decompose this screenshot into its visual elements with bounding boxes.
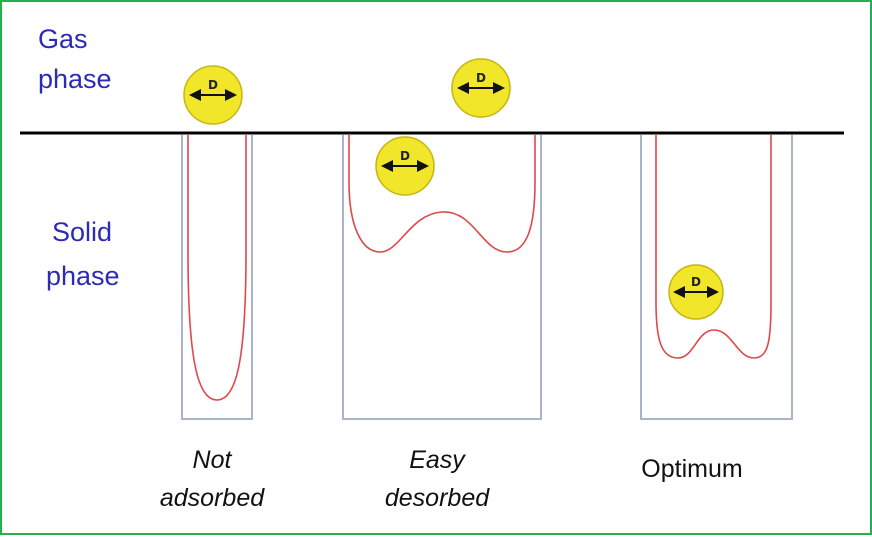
molecule-gas-left: D [183, 65, 243, 125]
caption-line2: adsorbed [159, 484, 265, 512]
molecule-gas-right: D [451, 58, 511, 118]
gas-phase-label: Gas phase [38, 22, 112, 96]
potential-curve-optimum [655, 135, 772, 359]
molecule-label: D [691, 275, 701, 289]
potential-curve-wide [348, 135, 536, 253]
caption-easy-desorbed: Easy desorbed [352, 443, 522, 515]
gas-label-line1: Gas [38, 24, 88, 54]
pore-optimum [640, 135, 793, 420]
solid-phase-label: Solid phase [46, 215, 120, 293]
molecule-label: D [400, 149, 410, 163]
pore-narrow [181, 135, 253, 420]
caption-line1: Optimum [641, 455, 743, 483]
caption-not-adsorbed: Not adsorbed [132, 443, 292, 515]
gas-label-line2: phase [38, 64, 112, 94]
pore-wide [342, 135, 542, 420]
caption-optimum: Optimum [612, 452, 772, 486]
potential-curve-narrow [187, 135, 247, 401]
caption-line1: Not [192, 446, 232, 474]
solid-label-line1: Solid [52, 217, 113, 247]
molecule-wide-pore: D [375, 136, 435, 196]
solid-label-line2: phase [46, 261, 120, 291]
caption-line1: Easy [409, 446, 465, 474]
molecule-optimum-pore: D [668, 264, 724, 320]
molecule-label: D [208, 78, 218, 92]
molecule-label: D [476, 71, 486, 85]
caption-line2: desorbed [384, 484, 490, 512]
